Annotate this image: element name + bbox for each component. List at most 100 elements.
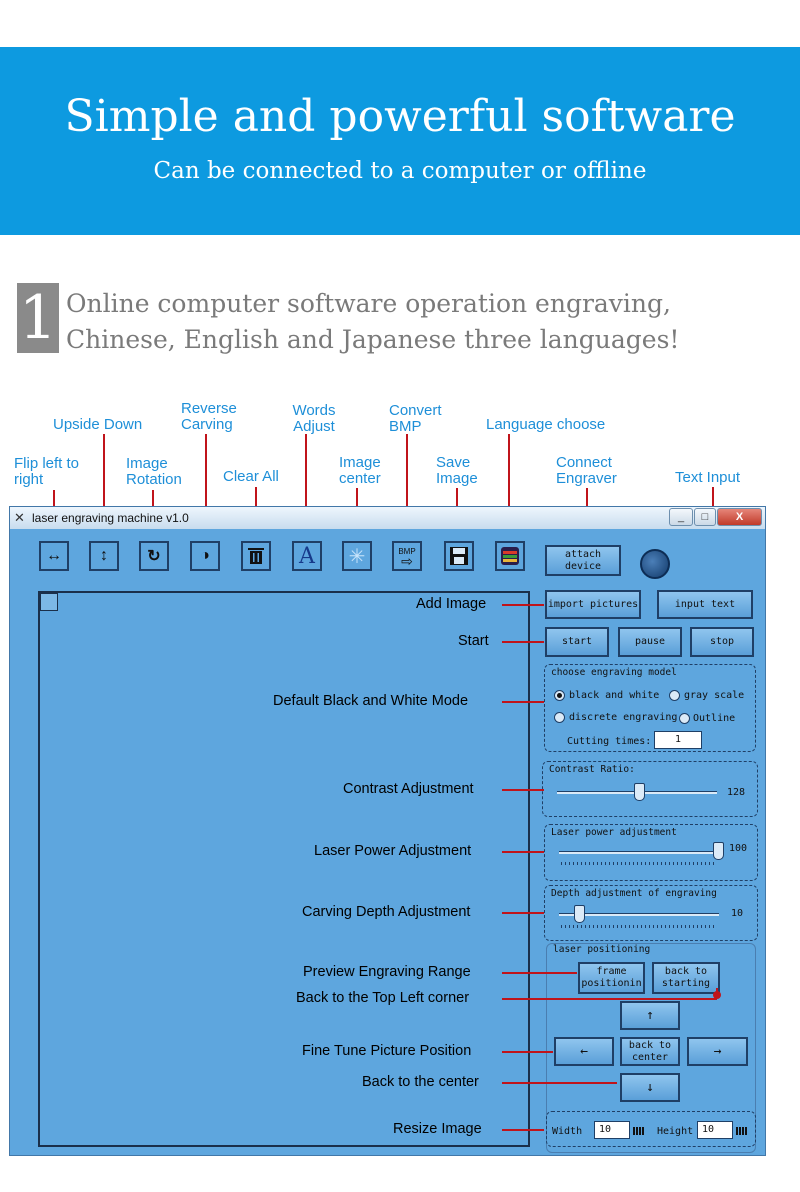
window-titlebar: ✕ laser engraving machine v1.0 _ □ X <box>10 507 765 529</box>
reverse-carving-button[interactable]: ◑ <box>190 541 220 571</box>
callout-flip: Flip left to right <box>14 455 80 488</box>
pause-button[interactable]: pause <box>618 627 682 657</box>
label-preview-range: Preview Engraving Range <box>303 964 471 980</box>
flip-horizontal-icon: ↔ <box>46 547 62 564</box>
radio-gray-scale[interactable] <box>669 690 680 701</box>
flip-vertical-icon: ↕ <box>100 547 108 564</box>
clear-all-button[interactable] <box>241 541 271 571</box>
engraving-model-title: choose engraving model <box>551 667 677 678</box>
input-text-button[interactable]: input text <box>657 590 753 619</box>
depth-slider-thumb[interactable] <box>574 905 586 923</box>
center-star-icon: ✳ <box>348 545 366 568</box>
contrast-group: Contrast Ratio: 128 <box>542 761 758 817</box>
banner-title: Simple and powerful software <box>64 91 736 142</box>
move-down-button[interactable]: ↓ <box>620 1073 680 1102</box>
rotate-button[interactable]: ↻ <box>139 541 169 571</box>
depth-slider-track[interactable] <box>559 913 719 916</box>
canvas-corner-handle[interactable] <box>40 593 58 611</box>
pointer-carving-depth <box>502 912 544 914</box>
callout-center: Image center <box>339 454 381 487</box>
letter-a-icon: A <box>299 543 315 569</box>
discrete-label: discrete engraving <box>569 712 678 723</box>
radio-outline[interactable] <box>679 713 690 724</box>
laser-positioning-group: laser positioning <box>546 943 756 1153</box>
import-pictures-button[interactable]: import pictures <box>545 590 641 619</box>
attach-device-button[interactable]: attach device <box>545 545 621 576</box>
black-white-label: black and white <box>569 690 660 701</box>
save-image-button[interactable] <box>444 541 474 571</box>
window-title: laser engraving machine v1.0 <box>32 511 189 525</box>
laser-power-group: Laser power adjustment 100 <box>544 824 758 881</box>
start-button[interactable]: start <box>545 627 609 657</box>
connection-indicator <box>640 549 670 579</box>
outline-label: Outline <box>693 713 736 724</box>
move-right-button[interactable]: → <box>687 1037 748 1066</box>
image-center-button[interactable]: ✳ <box>342 541 372 571</box>
image-canvas[interactable] <box>38 591 530 1147</box>
width-input[interactable]: 10 <box>594 1121 630 1139</box>
frame-position-button[interactable]: frame positionin <box>578 962 645 994</box>
power-slider-thumb[interactable] <box>713 842 724 860</box>
close-button[interactable]: X <box>717 508 762 526</box>
yin-yang-icon: ◑ <box>200 547 210 564</box>
maximize-button[interactable]: □ <box>694 508 716 526</box>
radio-discrete[interactable] <box>554 712 565 723</box>
flip-vertical-button[interactable]: ↕ <box>89 541 119 571</box>
label-start: Start <box>458 633 489 649</box>
gray-scale-label: gray scale <box>684 690 745 701</box>
callout-words: Words Adjust <box>292 402 336 435</box>
depth-value: 10 <box>731 908 744 919</box>
rotate-icon: ↻ <box>147 548 161 565</box>
language-button[interactable] <box>495 541 525 571</box>
power-slider-ticks <box>561 862 717 865</box>
depth-slider-ticks <box>561 925 717 928</box>
app-window: ✕ laser engraving machine v1.0 _ □ X ↔ ↕… <box>9 506 766 1156</box>
minimize-button[interactable]: _ <box>669 508 693 526</box>
move-left-button[interactable]: ← <box>554 1037 614 1066</box>
words-adjust-button[interactable]: A <box>292 541 322 571</box>
height-unit-icon <box>736 1127 747 1135</box>
pointer-back-top-left-rise <box>713 988 721 999</box>
callout-text-input: Text Input <box>675 469 741 486</box>
app-icon: ✕ <box>14 510 25 525</box>
pointer-back-center <box>502 1082 617 1084</box>
pointer-contrast <box>502 789 544 791</box>
move-up-button[interactable]: ↑ <box>620 1001 680 1030</box>
floppy-disk-icon <box>450 547 468 565</box>
pointer-start <box>502 641 544 643</box>
cutting-times-input[interactable]: 1 <box>654 731 702 749</box>
pointer-add-image <box>502 604 544 606</box>
callout-clear: Clear All <box>223 468 279 485</box>
banner-subtitle: Can be connected to a computer or offlin… <box>153 158 647 184</box>
callout-language: Language choose <box>486 416 606 433</box>
height-input[interactable]: 10 <box>697 1121 733 1139</box>
back-to-starting-button[interactable]: back to starting <box>652 962 720 994</box>
section-number: 1 <box>17 283 59 353</box>
power-slider-track[interactable] <box>559 851 719 854</box>
bmp-icon-label: BMP <box>398 546 416 556</box>
trash-icon <box>248 548 264 564</box>
radio-black-white[interactable] <box>554 690 565 701</box>
pointer-default-mode <box>502 701 544 703</box>
pointer-back-top-left <box>502 998 717 1000</box>
globe-flag-icon <box>501 547 519 565</box>
label-fine-tune: Fine Tune Picture Position <box>302 1043 472 1059</box>
label-add-image: Add Image <box>416 596 487 612</box>
stop-button[interactable]: stop <box>690 627 754 657</box>
carving-depth-group: Depth adjustment of engraving 10 <box>544 885 758 941</box>
laser-positioning-title: laser positioning <box>553 944 651 955</box>
contrast-slider-thumb[interactable] <box>634 783 646 801</box>
laser-power-title: Laser power adjustment <box>551 827 677 838</box>
arrow-right-icon: ⇨ <box>401 552 413 569</box>
convert-bmp-button[interactable]: BMP ⇨ <box>392 541 422 571</box>
callout-convert: Convert BMP <box>389 402 442 435</box>
back-to-center-button[interactable]: back to center <box>620 1037 680 1066</box>
flip-horizontal-button[interactable]: ↔ <box>39 541 69 571</box>
width-unit-icon <box>633 1127 644 1135</box>
label-contrast: Contrast Adjustment <box>343 781 474 797</box>
contrast-value: 128 <box>727 787 746 798</box>
callout-save: Save Image <box>436 454 478 487</box>
label-carving-depth: Carving Depth Adjustment <box>302 904 471 920</box>
pointer-resize <box>502 1129 544 1131</box>
callout-connect: Connect Engraver <box>556 454 617 487</box>
